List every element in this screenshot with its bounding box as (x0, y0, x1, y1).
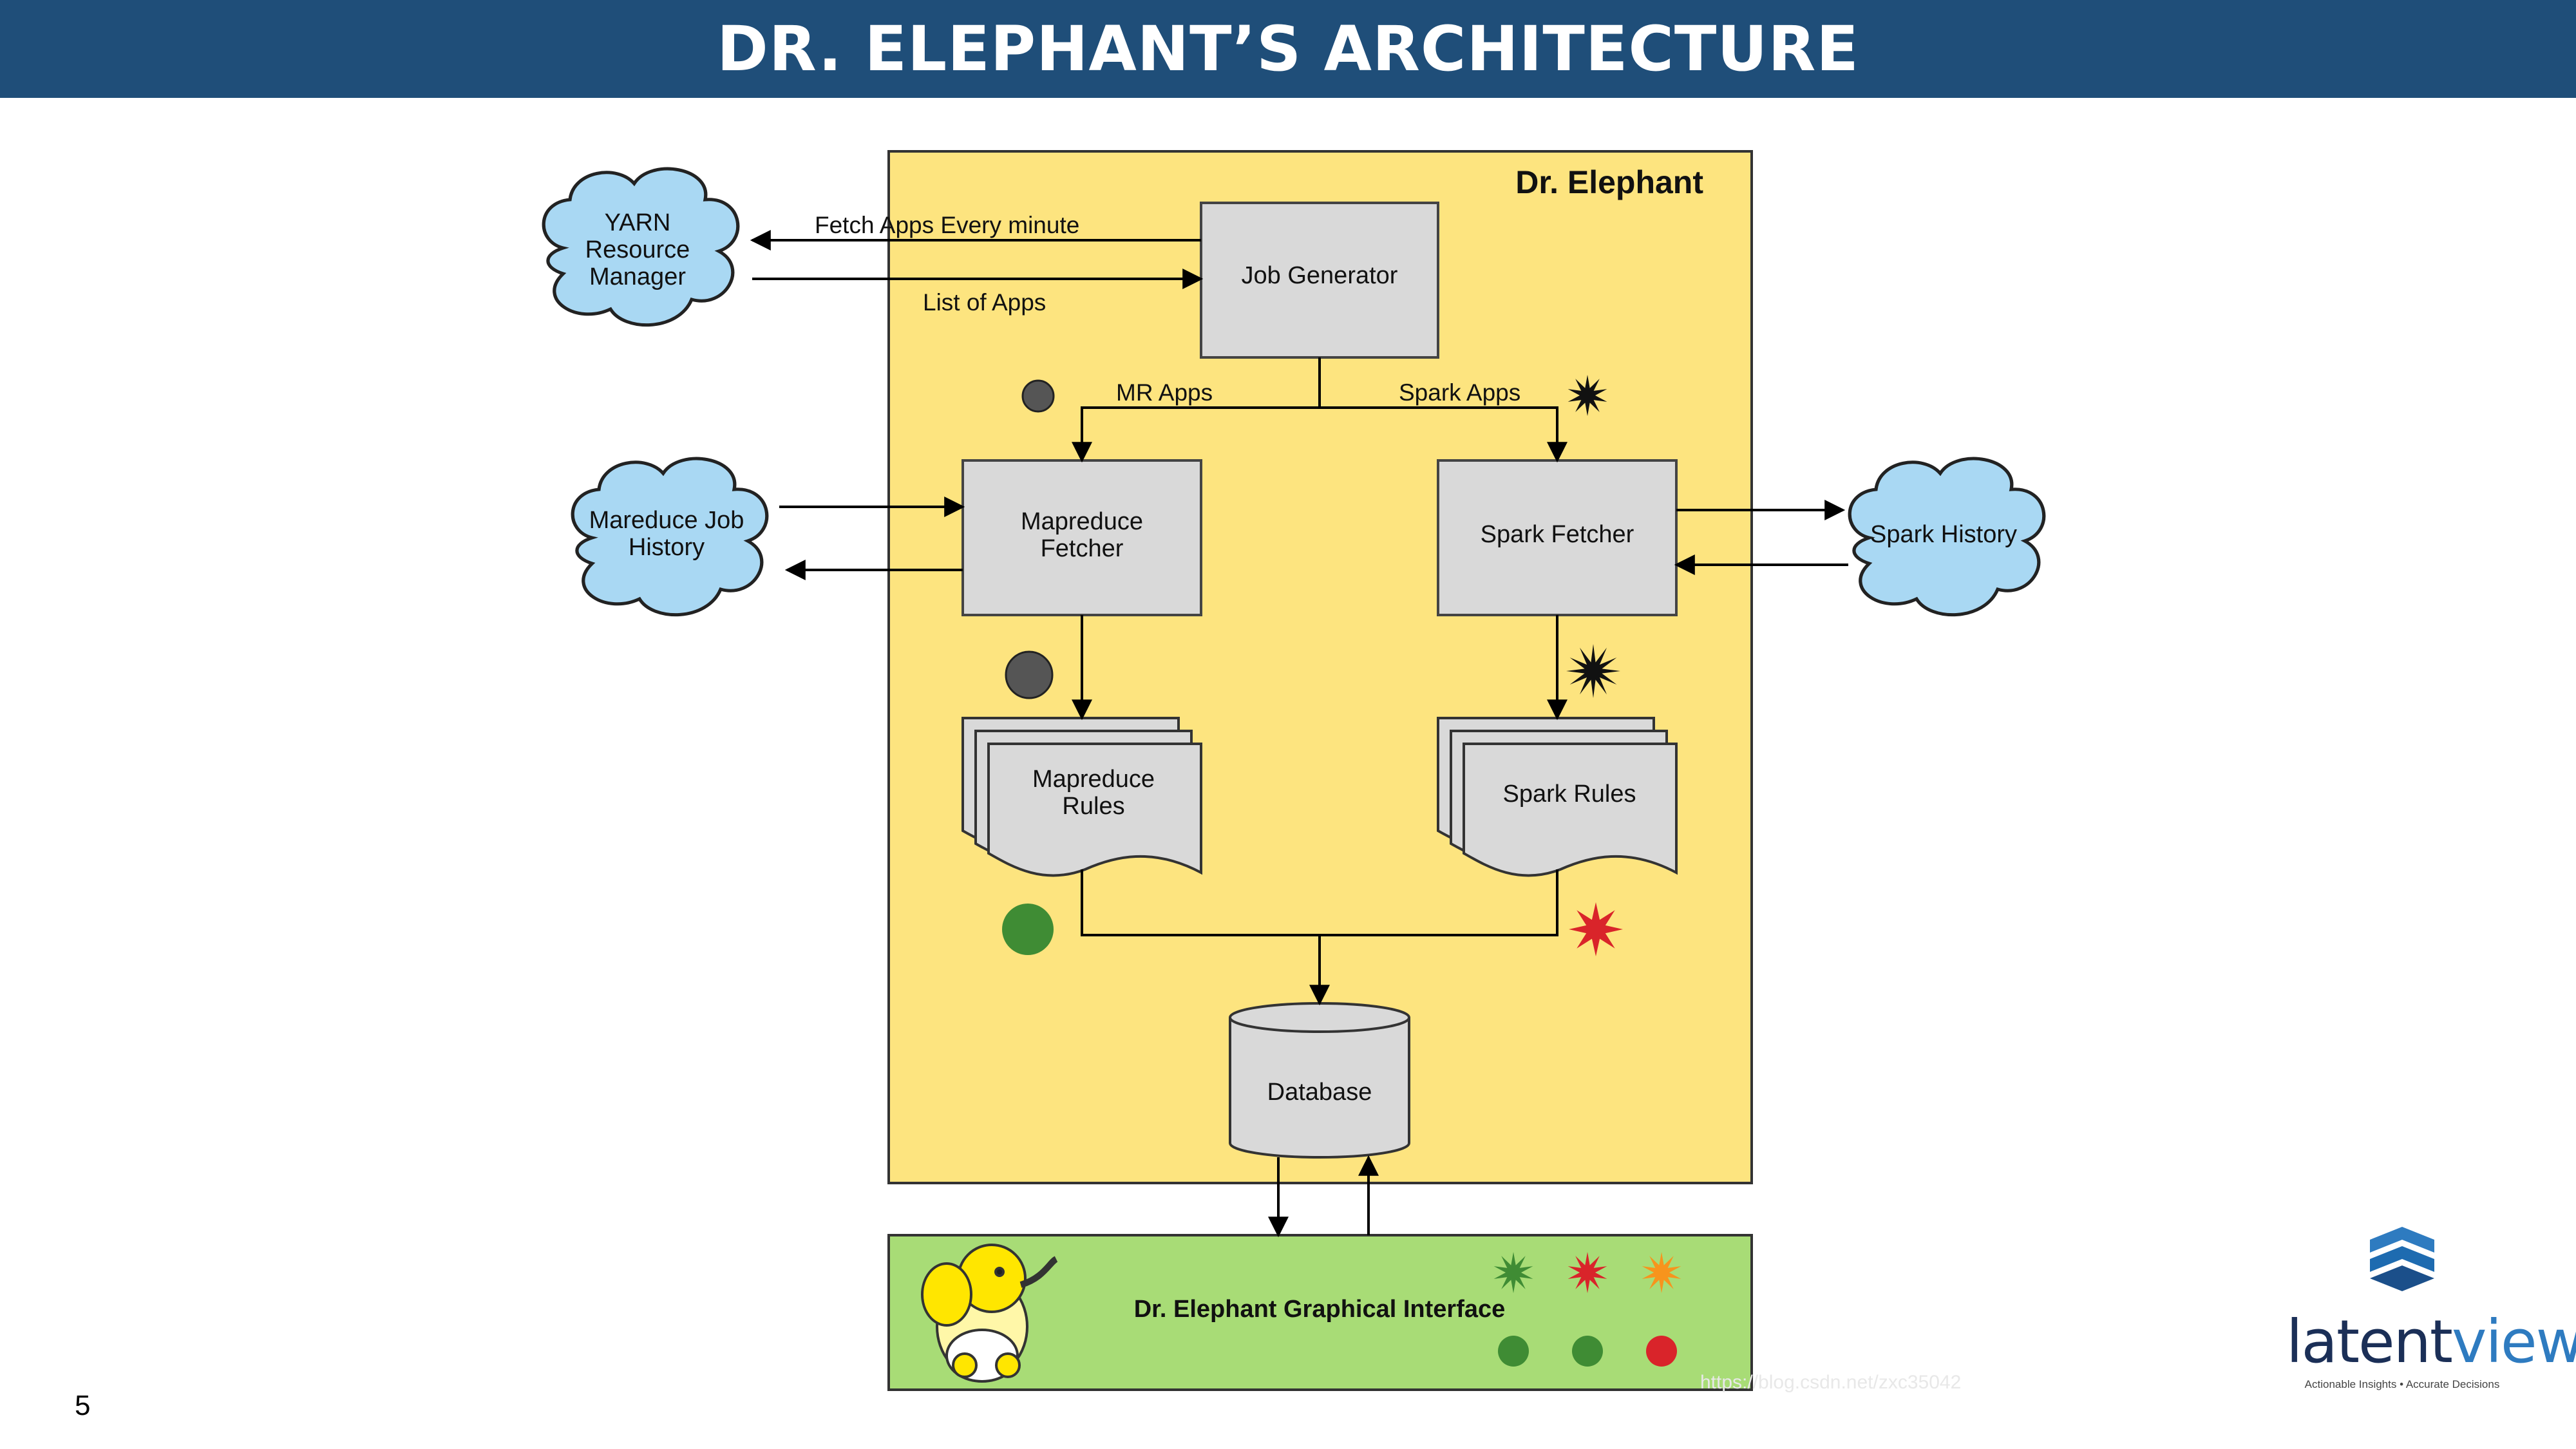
container-label: Dr. Elephant (1515, 164, 1703, 200)
elephant-mascot-icon (921, 1244, 1058, 1383)
edge-label-spark-apps: Spark Apps (1399, 379, 1520, 406)
title-bar: DR. ELEPHANT’S ARCHITECTURE (0, 0, 2576, 98)
red-star-marker (1567, 1252, 1607, 1293)
latentview-logo-icon (2370, 1227, 2434, 1291)
gray-dot-marker (1021, 379, 1055, 413)
spark-rules-documents (1437, 717, 1678, 877)
orange-star-marker (1642, 1252, 1681, 1293)
edge-label-list-of-apps: List of Apps (923, 289, 1046, 316)
mapreduce-rules-documents (961, 717, 1202, 877)
green-dot-marker (1002, 904, 1054, 955)
job-generator-label: Job Generator (1242, 262, 1398, 289)
slide-title: DR. ELEPHANT’S ARCHITECTURE (717, 13, 1859, 85)
database-label: Database (1267, 1079, 1372, 1106)
spark-fetcher-label: Spark Fetcher (1481, 521, 1634, 548)
red-dot-marker (1646, 1336, 1677, 1367)
arrow-spark-apps (1320, 406, 1567, 463)
red-star-marker (1569, 902, 1623, 956)
gray-dot-marker (1005, 650, 1054, 699)
latentview-tagline: Actionable Insights • Accurate Decisions (2304, 1378, 2500, 1390)
green-dot-marker (1572, 1336, 1603, 1367)
edge-label-mr-apps: MR Apps (1116, 379, 1213, 406)
black-star-marker (1566, 644, 1620, 698)
latentview-logo: latentview Actionable Insights • Accurat… (2286, 1224, 2576, 1404)
black-star-marker (1567, 375, 1607, 416)
edge-mr-rules-to-merge (1081, 869, 1320, 936)
spark-history-label: Spark History (1870, 521, 2017, 548)
green-star-marker (1493, 1252, 1533, 1293)
edge-spark-rules-to-merge (1320, 869, 1558, 936)
arrow-mr-apps (1072, 406, 1320, 463)
latentview-wordmark: latentview (2286, 1307, 2576, 1376)
spark-rules-label: Spark Rules (1503, 781, 1636, 808)
watermark: https://blog.csdn.net/zxc35042 (1700, 1372, 1962, 1393)
mapreduce-fetcher-box (961, 459, 1202, 616)
page-number: 5 (75, 1390, 91, 1421)
gui-label: Dr. Elephant Graphical Interface (1134, 1296, 1506, 1323)
edge-label-fetch-apps: Fetch Apps Every minute (815, 212, 1079, 238)
gui-box (887, 1234, 1753, 1391)
green-dot-marker (1498, 1336, 1529, 1367)
database-cylinder (1229, 1002, 1410, 1159)
